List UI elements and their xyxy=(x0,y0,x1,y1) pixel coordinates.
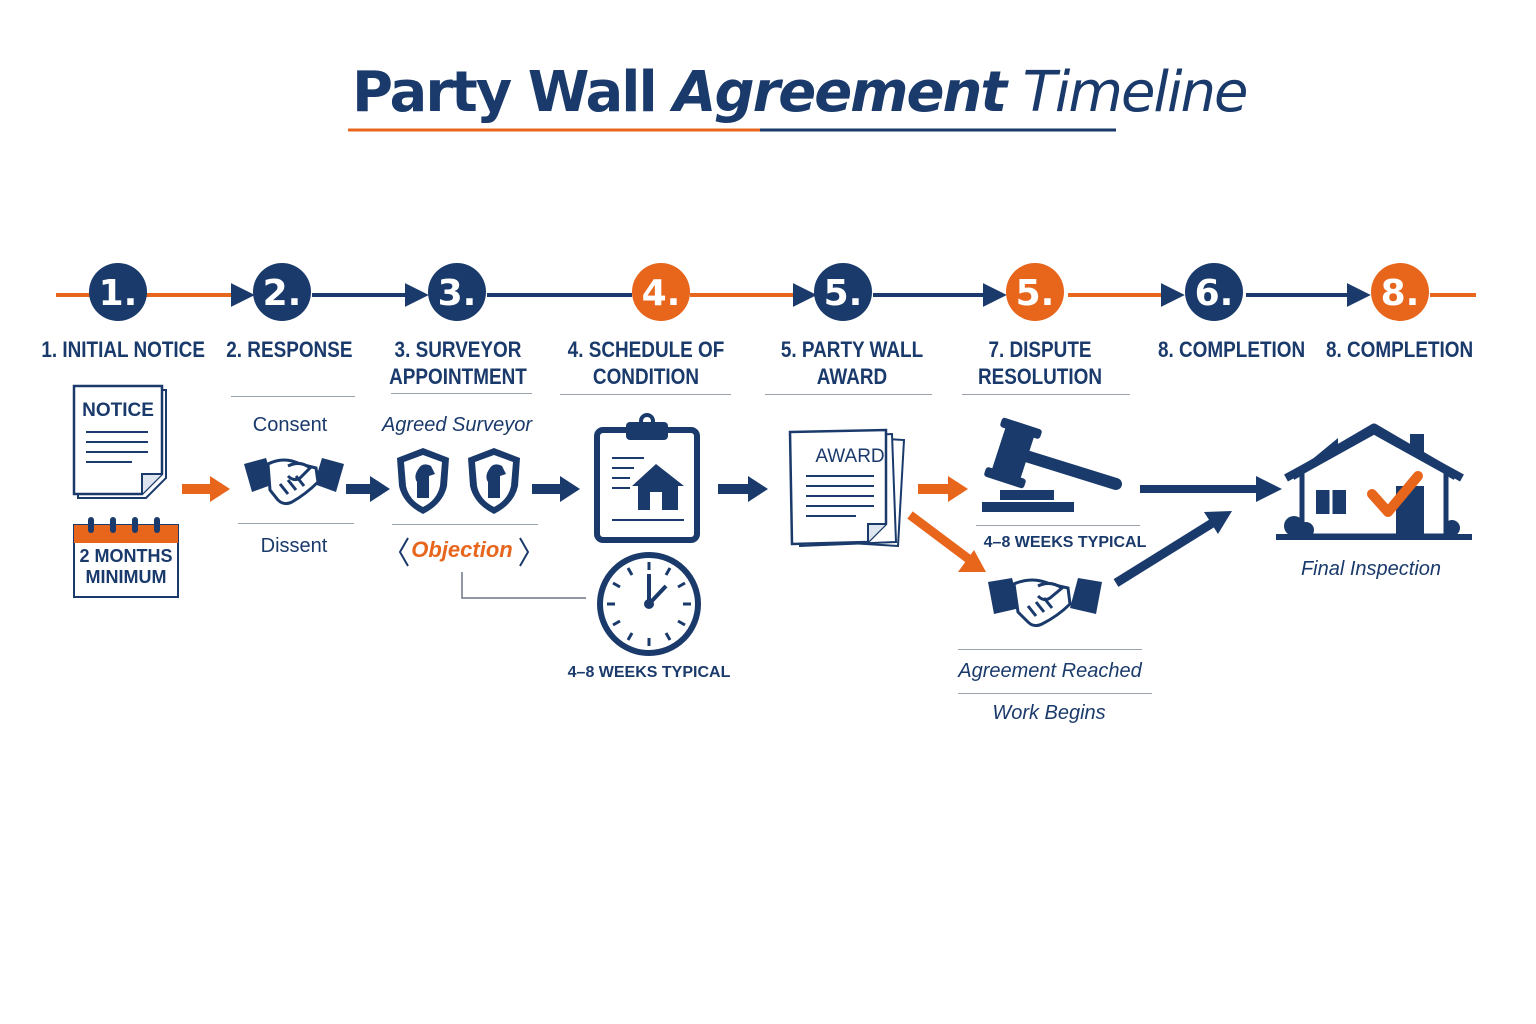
step-number-5: 5. xyxy=(824,273,863,314)
shield-horse-icon xyxy=(397,448,449,514)
calendar-line2: MINIMUM xyxy=(85,567,167,587)
step-number-7: 6. xyxy=(1195,273,1234,314)
step-circle-5: 5. xyxy=(814,263,872,321)
step-circle-7: 6. xyxy=(1185,263,1243,321)
gavel-icon xyxy=(982,417,1122,512)
notice-document-icon xyxy=(72,384,167,499)
clock-icon xyxy=(597,552,701,656)
calendar-line1: 2 MONTHS xyxy=(79,546,173,566)
dispute-duration: 4–8 WEEKS TYPICAL xyxy=(983,534,1147,551)
label-rule-4 xyxy=(560,394,731,395)
calendar-icon xyxy=(73,517,179,598)
step-number-2: 2. xyxy=(263,273,302,314)
house-check-icon xyxy=(1276,423,1472,540)
step-number-1: 1. xyxy=(99,273,138,314)
step-circle-6: 5. xyxy=(1006,263,1064,321)
title-part1: Party Wall xyxy=(352,60,658,125)
step-label-7: 8. COMPLETION xyxy=(1158,337,1306,362)
step-circle-2: 2. xyxy=(253,263,311,321)
step-circle-4: 4. xyxy=(632,263,690,321)
agreed-surveyor-text: Agreed Surveyor xyxy=(381,414,533,436)
step-label-8: 8. COMPLETION xyxy=(1326,337,1474,362)
step-label-4: 4. SCHEDULE OF CONDITION xyxy=(567,337,725,389)
objection-text: Objection xyxy=(411,537,513,562)
step-label-1: 1. INITIAL NOTICE xyxy=(41,337,205,362)
step-label-6: 7. DISPUTE RESOLUTION xyxy=(977,337,1103,389)
consent-text: Consent xyxy=(252,414,328,436)
label-rule-2 xyxy=(231,396,355,397)
title-part3: Timeline xyxy=(1022,60,1249,125)
step-number-6: 5. xyxy=(1016,273,1055,314)
step-number-3: 3. xyxy=(438,273,477,314)
page-title: Party Wall Agreement Timeline xyxy=(352,58,1249,128)
notice-doc-label: NOTICE xyxy=(82,400,154,421)
step-label-2: 2. RESPONSE xyxy=(225,337,353,362)
dispute-rule-3 xyxy=(958,693,1152,694)
clipboard-house-icon xyxy=(594,413,700,543)
step-circle-1: 1. xyxy=(89,263,147,321)
dissent-text: Dissent xyxy=(260,535,328,557)
award-doc-label: AWARD xyxy=(815,446,885,467)
calendar-text: 2 MONTHS MINIMUM xyxy=(72,546,180,588)
label-rule-5 xyxy=(765,394,932,395)
handshake-icon xyxy=(988,578,1102,628)
title-part2: Agreement xyxy=(673,60,1007,125)
agreement-reached-text: Agreement Reached xyxy=(958,660,1142,682)
award-document-icon xyxy=(788,428,906,548)
label-rule-6 xyxy=(962,394,1130,395)
label-rule-3 xyxy=(391,393,532,394)
objection-brackets xyxy=(398,537,530,567)
step-label-3: 3. SURVEYOR APPOINTMENT xyxy=(389,337,527,389)
dispute-rule-2 xyxy=(958,649,1142,650)
work-begins-text: Work Begins xyxy=(992,702,1106,724)
step-circle-3: 3. xyxy=(428,263,486,321)
response-rule xyxy=(238,523,354,524)
step-label-5: 5. PARTY WALL AWARD xyxy=(780,337,924,389)
schedule-duration: 4–8 WEEKS TYPICAL xyxy=(567,664,731,681)
final-inspection-text: Final Inspection xyxy=(1300,558,1442,580)
step-number-8: 8. xyxy=(1381,273,1420,314)
step-number-4: 4. xyxy=(642,273,681,314)
surveyor-rule xyxy=(392,524,538,525)
dispute-rule-1 xyxy=(976,525,1140,526)
shield-horse-icon xyxy=(468,448,520,514)
handshake-icon xyxy=(244,458,344,506)
step-circle-8: 8. xyxy=(1371,263,1429,321)
